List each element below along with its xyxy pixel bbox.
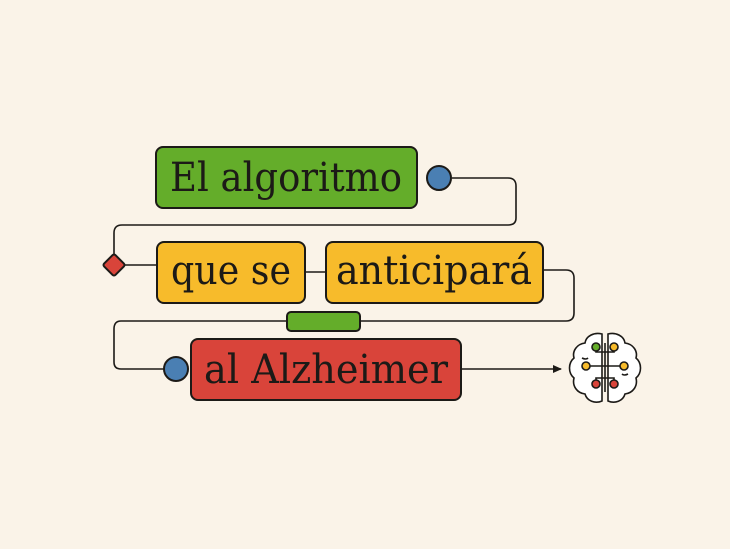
headline-box-anticipara <box>325 241 544 304</box>
connector-line-top <box>113 177 517 258</box>
headline-anticipara-text: anticipará <box>336 248 532 294</box>
headline-box-line1 <box>155 146 418 209</box>
circle-node-icon <box>426 165 452 191</box>
headline-line3-text: al Alzheimer <box>204 347 449 393</box>
headline-box-line3 <box>190 338 462 401</box>
headline-que-se-text: que se <box>171 248 291 294</box>
diamond-node-icon <box>102 253 126 277</box>
circle-node-icon-lower <box>163 356 189 382</box>
green-bar-node <box>286 311 361 332</box>
headline-line1-text: El algoritmo <box>170 155 402 201</box>
brain-circuit-icon <box>568 332 642 403</box>
headline-box-que-se <box>156 241 306 304</box>
